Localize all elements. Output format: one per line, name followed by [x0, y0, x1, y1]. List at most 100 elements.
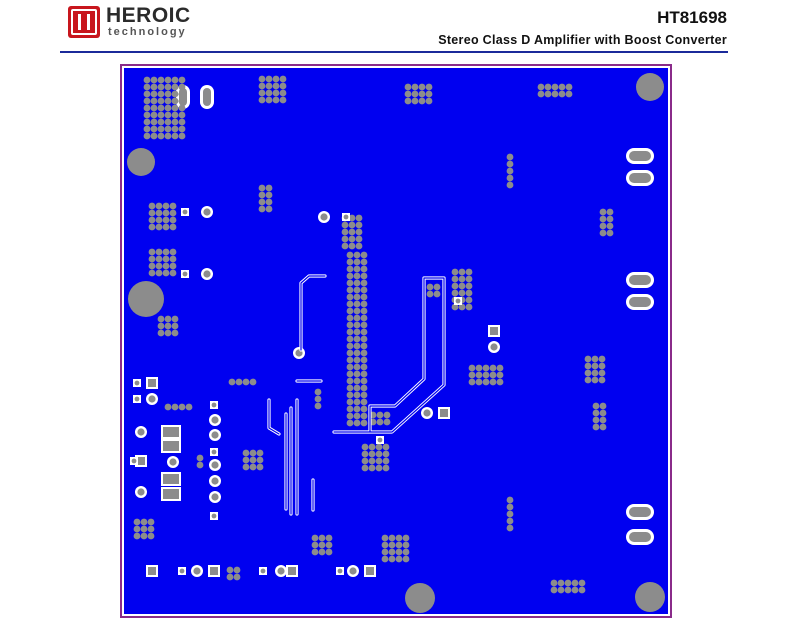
via	[402, 555, 410, 563]
via	[368, 443, 376, 451]
via	[169, 202, 177, 210]
via	[381, 548, 389, 556]
via	[171, 76, 179, 84]
via	[155, 269, 163, 277]
via	[233, 566, 241, 574]
pcb-layout-figure	[120, 64, 672, 618]
via	[360, 286, 368, 294]
via	[346, 405, 354, 413]
via	[584, 362, 592, 370]
via	[361, 450, 369, 458]
via	[157, 90, 165, 98]
pad	[203, 270, 211, 278]
via	[318, 541, 326, 549]
via	[169, 262, 177, 270]
via	[155, 216, 163, 224]
via	[258, 198, 266, 206]
via	[564, 579, 572, 587]
via	[360, 342, 368, 350]
via	[465, 275, 473, 283]
via	[411, 97, 419, 105]
via	[150, 90, 158, 98]
via	[551, 90, 559, 98]
via	[150, 125, 158, 133]
via	[458, 282, 466, 290]
via	[162, 262, 170, 270]
via	[346, 328, 354, 336]
via	[578, 579, 586, 587]
via	[178, 97, 186, 105]
via	[353, 286, 361, 294]
slot-pad	[629, 275, 651, 285]
via	[496, 364, 504, 372]
smd-pad	[163, 427, 179, 437]
via	[360, 251, 368, 259]
via	[458, 275, 466, 283]
via	[360, 314, 368, 322]
via	[171, 97, 179, 105]
via	[318, 534, 326, 542]
via	[346, 398, 354, 406]
pad	[137, 428, 145, 436]
via	[360, 356, 368, 364]
via	[353, 251, 361, 259]
via	[475, 371, 483, 379]
via	[348, 228, 356, 236]
via	[361, 443, 369, 451]
via	[346, 391, 354, 399]
via	[226, 566, 234, 574]
via	[148, 202, 156, 210]
square-pad	[288, 567, 296, 575]
via	[360, 307, 368, 315]
via	[550, 586, 558, 594]
via	[606, 222, 614, 230]
via	[157, 97, 165, 105]
via	[235, 378, 243, 386]
via	[164, 104, 172, 112]
via	[211, 449, 217, 455]
via	[381, 534, 389, 542]
via	[353, 342, 361, 350]
via	[258, 75, 266, 83]
slot-pad	[629, 173, 651, 183]
via	[157, 132, 165, 140]
via	[482, 364, 490, 372]
via	[355, 242, 363, 250]
via	[147, 518, 155, 526]
via	[169, 255, 177, 263]
via	[606, 229, 614, 237]
via	[143, 76, 151, 84]
slot-pad	[203, 88, 211, 106]
via	[265, 75, 273, 83]
via	[506, 524, 514, 532]
via	[242, 449, 250, 457]
via	[164, 111, 172, 119]
via	[598, 362, 606, 370]
via	[164, 132, 172, 140]
via	[360, 377, 368, 385]
smd-pad	[163, 474, 179, 484]
via	[162, 223, 170, 231]
via	[164, 322, 172, 330]
via	[178, 403, 186, 411]
via	[182, 209, 188, 215]
via	[272, 75, 280, 83]
slot-pad	[629, 532, 651, 542]
via	[537, 90, 545, 98]
trace-core	[268, 399, 280, 435]
via	[353, 300, 361, 308]
part-number: HT81698	[657, 8, 727, 27]
via	[171, 132, 179, 140]
via	[353, 335, 361, 343]
via	[171, 403, 179, 411]
via	[360, 328, 368, 336]
via	[489, 371, 497, 379]
via	[375, 457, 383, 465]
via	[134, 396, 140, 402]
via	[388, 548, 396, 556]
via	[353, 370, 361, 378]
via	[140, 532, 148, 540]
via	[164, 83, 172, 91]
via	[150, 97, 158, 105]
via	[455, 298, 461, 304]
